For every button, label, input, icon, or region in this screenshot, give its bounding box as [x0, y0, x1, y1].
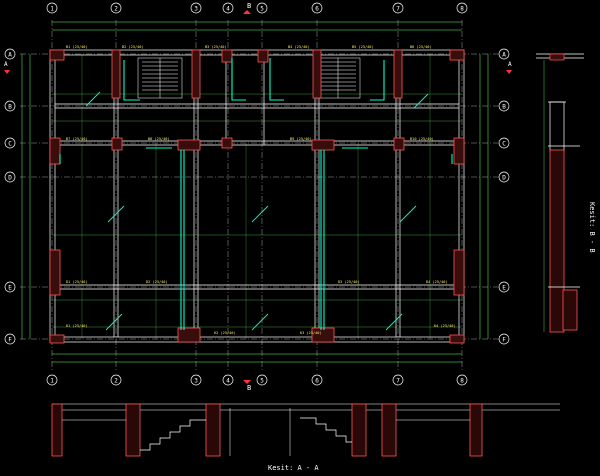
axis-label: 3 — [194, 6, 198, 13]
axis-label: 6 — [315, 6, 319, 13]
section-arrow-left — [4, 70, 10, 74]
section-a-title: Kesit: A - A — [268, 464, 319, 472]
section-marker-bottom: B — [247, 384, 251, 392]
beams — [49, 49, 465, 343]
beam-label: D1 (25/40) — [66, 280, 88, 284]
axis-labels-left: A B C D E F — [8, 52, 12, 344]
section-markers: B B A A — [4, 2, 512, 392]
axis-labels-right: A B C D E F — [502, 52, 506, 344]
axis-label: 4 — [226, 378, 230, 385]
axis-bubbles-left — [4, 48, 16, 345]
beam-label: B7 (25/40) — [66, 137, 88, 141]
section-a-a: Kesit: A - A — [51, 403, 560, 472]
section-b-title: Kesit: B - B — [588, 202, 596, 253]
beam-label: K1 (25/40) — [66, 324, 88, 328]
beam-label: K4 (25/40) — [434, 324, 456, 328]
axis-label: 8 — [460, 378, 464, 385]
beam-label: B1 (25/40) — [66, 45, 88, 49]
beam-labels: B1 (25/40) B2 (25/40) B3 (25/40) B4 (25/… — [66, 45, 456, 335]
axis-label: 7 — [396, 378, 400, 385]
section-marker-right: A — [508, 61, 512, 68]
section-arrow-right — [506, 70, 512, 74]
beam-label: B5 (25/40) — [352, 45, 374, 49]
beam-label: B6 (25/40) — [410, 45, 432, 49]
axis-label: E — [8, 285, 12, 292]
axis-label: 3 — [194, 378, 198, 385]
dimension-lines — [21, 21, 489, 363]
section-arrow-bottom — [243, 380, 251, 384]
section-marker-top: B — [247, 2, 251, 10]
columns — [49, 49, 465, 344]
axis-label: 2 — [114, 378, 118, 385]
axis-label: 4 — [226, 6, 230, 13]
axis-label: 6 — [315, 378, 319, 385]
axis-label: A — [502, 52, 506, 59]
axis-label: 8 — [460, 6, 464, 13]
stair-left — [137, 57, 183, 99]
axis-label: D — [502, 175, 506, 182]
slab-rebar-marks — [85, 91, 429, 331]
axis-label: C — [502, 141, 506, 148]
beam-label: K3 (25/40) — [300, 331, 322, 335]
axis-label: 7 — [396, 6, 400, 13]
axis-bubbles-right — [498, 48, 510, 345]
beam-label: B4 (25/40) — [288, 45, 310, 49]
section-b-b: Kesit: B - B — [536, 53, 596, 333]
axis-bubbles-top — [46, 2, 468, 14]
axis-label: 5 — [260, 6, 264, 13]
beam-label: D2 (25/40) — [146, 280, 168, 284]
axis-labels-bottom: 1 2 3 4 5 6 7 8 — [50, 378, 464, 385]
beam-label: D3 (25/40) — [338, 280, 360, 284]
beam-label: B3 (25/40) — [205, 45, 227, 49]
section-marker-left: A — [4, 61, 8, 68]
beam-label: B10 (25/40) — [410, 137, 434, 141]
beam-label: D4 (25/40) — [426, 280, 448, 284]
axis-label: E — [502, 285, 506, 292]
axis-label: B — [502, 104, 506, 111]
axis-label: F — [8, 337, 12, 344]
axis-label: B — [8, 104, 12, 111]
axis-label: 1 — [50, 6, 54, 13]
beam-label: B8 (25/40) — [148, 137, 170, 141]
axis-labels-top: 1 2 3 4 5 6 7 8 — [50, 6, 464, 13]
axis-bubbles-bottom — [46, 374, 468, 386]
axis-label: F — [502, 337, 506, 344]
axis-label: A — [8, 52, 12, 59]
section-arrow-top — [243, 10, 251, 14]
axis-label: C — [8, 141, 12, 148]
axis-label: 2 — [114, 6, 118, 13]
stair-right — [315, 57, 361, 99]
axis-label: 1 — [50, 378, 54, 385]
beam-label: K2 (25/40) — [214, 331, 236, 335]
beam-label: B2 (25/40) — [122, 45, 144, 49]
rebar — [59, 58, 453, 330]
axis-label: 5 — [260, 378, 264, 385]
beam-label: B9 (25/40) — [290, 137, 312, 141]
axis-label: D — [8, 175, 12, 182]
